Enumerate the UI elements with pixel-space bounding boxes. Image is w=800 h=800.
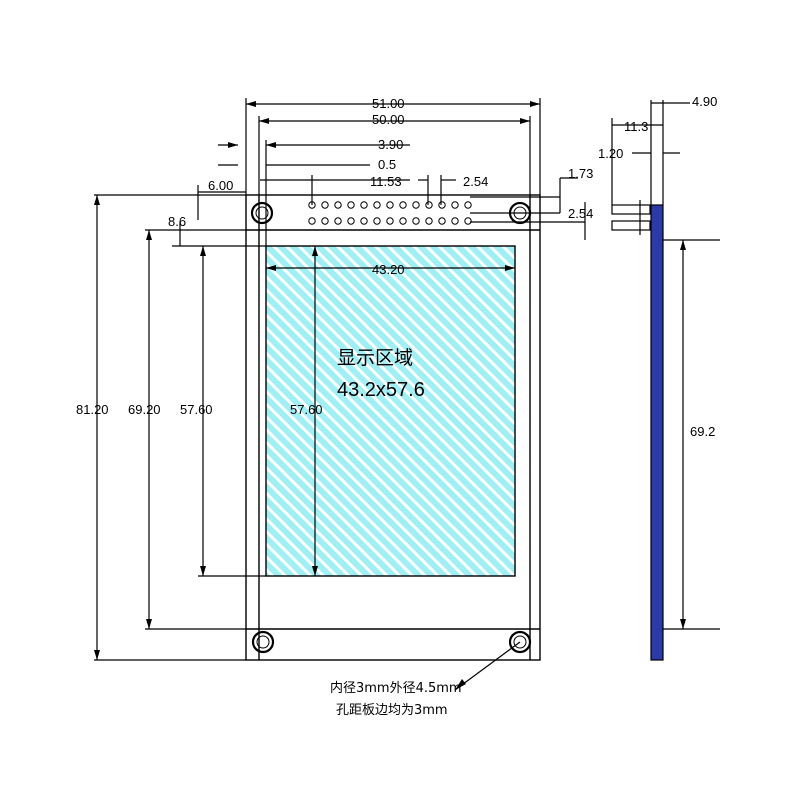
- dim-text-86: 8.6: [168, 214, 186, 229]
- header-pin: [425, 217, 433, 225]
- mount-hole-bottom-right: [508, 630, 532, 654]
- dim-text-module-height: 69.20: [128, 402, 161, 417]
- arrow: [200, 566, 206, 576]
- header-pin: [386, 217, 394, 225]
- arrow: [94, 195, 100, 205]
- side-text-490: 4.90: [692, 94, 717, 109]
- arrow: [259, 118, 269, 124]
- header-pin: [451, 217, 459, 225]
- header-pin: [373, 217, 381, 225]
- arrow: [312, 246, 318, 256]
- dim-text-active-height-left: 57.60: [180, 402, 213, 417]
- dim-text-active-height-inner: 57.60: [290, 402, 323, 417]
- arrow: [680, 619, 686, 629]
- mount-hole-top-left: [250, 201, 274, 225]
- dim-text-pin-offset: 11.53: [370, 174, 402, 189]
- arrow: [266, 142, 276, 148]
- side-text-692: 69.2: [690, 424, 715, 439]
- note-leader: [454, 641, 521, 691]
- arrow: [455, 679, 466, 690]
- note-line-1: 内径3mm外径4.5mm: [330, 680, 462, 696]
- header-pin: [347, 201, 355, 209]
- display-area-size: 43.2x57.6: [337, 379, 425, 401]
- header-pin: [321, 201, 329, 209]
- header-pin: [334, 217, 342, 225]
- header-pin: [464, 217, 472, 225]
- note-line-2: 孔距板边均为3mm: [336, 703, 448, 718]
- board-outline: [245, 194, 541, 661]
- arrow: [520, 118, 530, 124]
- header-pin: [438, 201, 446, 209]
- side-text-113: 11.3: [624, 119, 648, 134]
- header-pin: [425, 201, 433, 209]
- header-pin: [412, 201, 420, 209]
- arrow: [146, 619, 152, 629]
- arrow: [530, 101, 540, 107]
- side-text-120: 1.20: [598, 146, 623, 161]
- header-pin: [334, 201, 342, 209]
- header-pin: [360, 217, 368, 225]
- arrow: [146, 230, 152, 240]
- dim-text-173: 1.73: [568, 166, 593, 181]
- side-pin-upper: [611, 204, 651, 215]
- side-pin-lower: [611, 220, 651, 231]
- header-pin: [451, 201, 459, 209]
- display-area: [265, 245, 516, 577]
- display-area-label: 显示区域: [337, 347, 413, 369]
- dim-text-hole-offset: 3.90: [378, 137, 403, 152]
- side-pcb: [650, 204, 664, 661]
- header-pin: [360, 201, 368, 209]
- arrow: [228, 142, 238, 148]
- arrow: [312, 566, 318, 576]
- arrow: [266, 265, 276, 271]
- arrow: [246, 101, 256, 107]
- header-pin: [399, 201, 407, 209]
- mount-hole-bottom-right-inner: [513, 635, 527, 649]
- header-pin: [412, 217, 420, 225]
- arrowheads: [94, 101, 540, 690]
- header-pin: [399, 217, 407, 225]
- dim-text-active-width: 43.20: [372, 262, 405, 277]
- header-pin: [373, 201, 381, 209]
- arrow: [505, 265, 515, 271]
- arrow: [94, 650, 100, 660]
- header-pin: [347, 217, 355, 225]
- header-pin: [438, 217, 446, 225]
- dim-text-board-width: 51.00: [372, 96, 405, 111]
- dim-text-600: 6.00: [208, 178, 233, 193]
- header-pin: [464, 201, 472, 209]
- dim-text-pitch-width: 50.00: [372, 112, 405, 127]
- mount-hole-bottom-left: [251, 630, 275, 654]
- side-view: [611, 100, 720, 661]
- arrow: [680, 240, 686, 250]
- mount-hole-bottom-left-inner: [256, 635, 270, 649]
- arrow: [200, 246, 206, 256]
- dim-text-254-right: 2.54: [568, 206, 593, 221]
- header-pin: [308, 217, 316, 225]
- header-pin: [321, 217, 329, 225]
- header-pin: [386, 201, 394, 209]
- dim-text-board-height: 81.20: [76, 402, 109, 417]
- dim-text-pin-pitch: 2.54: [463, 174, 488, 189]
- dim-text-05: 0.5: [378, 157, 396, 172]
- pin-header: [308, 201, 472, 225]
- mount-hole-top-left-inner: [255, 206, 269, 220]
